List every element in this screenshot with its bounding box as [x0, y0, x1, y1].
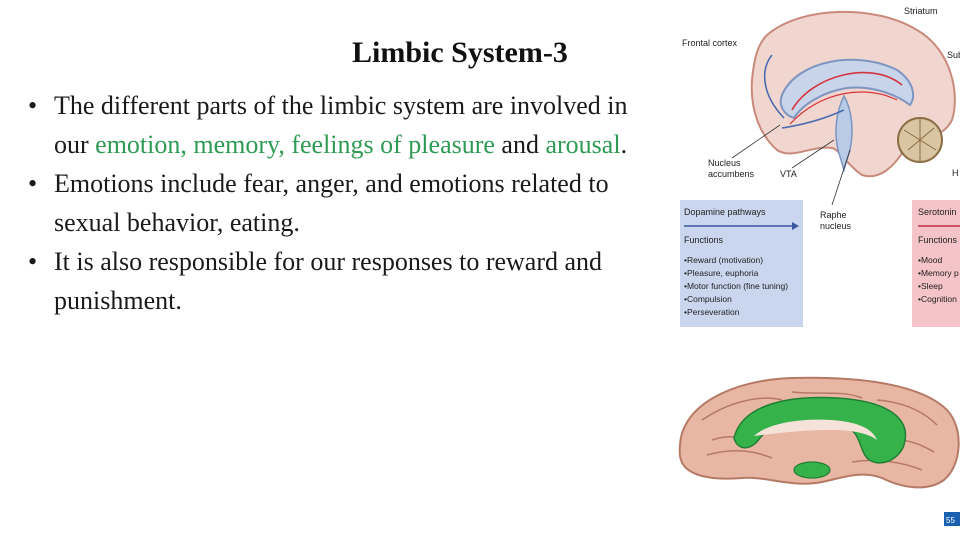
limbic-lobe-diagram	[678, 376, 960, 489]
highlighted-term: arousal	[545, 130, 621, 159]
raphe-pointer	[831, 149, 851, 206]
slide-title: Limbic System-3	[352, 36, 568, 69]
bullet-list: • The different parts of the limbic syste…	[28, 86, 658, 320]
label-sub: Sub	[947, 50, 960, 60]
bullet-text: The different parts of the limbic system…	[54, 91, 628, 159]
page-badge-bg	[944, 512, 960, 526]
dopamine-pathway-line	[764, 54, 785, 119]
serotonin-pathway-line	[791, 71, 903, 111]
label-striatum: Striatum	[904, 6, 938, 16]
serotonin-item: •Cognition	[918, 294, 957, 304]
vta-pointer	[791, 139, 835, 169]
bullet-text: .	[620, 130, 628, 159]
page-badge: 55	[944, 512, 960, 526]
label-raphe: Raphe	[820, 210, 847, 220]
limbic-lobe-cingulate	[733, 396, 907, 464]
label-nucleus: Nucleus	[708, 158, 741, 168]
dopamine-pathway-line-2	[781, 109, 845, 129]
label-accumbens: accumbens	[708, 169, 755, 179]
label-frontal-cortex: Frontal cortex	[682, 38, 738, 48]
corpus-callosum-medial	[754, 419, 877, 440]
dopamine-panel-bg	[680, 200, 803, 327]
bullet-item: • The different parts of the limbic syste…	[28, 86, 658, 164]
serotonin-heading: Serotonin	[918, 207, 957, 217]
page-badge-label: 55	[946, 516, 955, 525]
dopamine-panel: Dopamine pathways Functions •Reward (mot…	[680, 200, 803, 327]
nucleus-accumbens-pointer	[731, 124, 781, 159]
parahippocampal-gyrus	[793, 461, 831, 479]
dopamine-functions-label: Functions	[684, 235, 724, 245]
serotonin-item: •Sleep	[918, 281, 943, 291]
dopamine-item: •Reward (motivation)	[684, 255, 763, 265]
dopamine-heading: Dopamine pathways	[684, 207, 766, 217]
dopamine-item: •Motor function (fine tuning)	[684, 281, 788, 291]
figure-svg: Striatum Frontal cortex Sub Nucleus accu…	[678, 6, 960, 526]
serotonin-pathway-line-2	[789, 91, 898, 125]
serotonin-item: •Memory p	[918, 268, 959, 278]
brain-pathway-diagram: Striatum Frontal cortex Sub Nucleus accu…	[682, 6, 960, 231]
serotonin-panel-bg	[912, 200, 960, 327]
serotonin-functions-label: Functions	[918, 235, 958, 245]
brain-pathways-figure: Striatum Frontal cortex Sub Nucleus accu…	[672, 0, 960, 540]
bullet-dot: •	[28, 91, 38, 120]
cerebellum-folia	[903, 118, 937, 162]
bullet-dot: •	[28, 247, 38, 276]
label-h: H	[952, 168, 959, 178]
serotonin-panel: Serotonin Functions •Mood •Memory p •Sle…	[912, 200, 960, 327]
bullet-dot: •	[28, 169, 38, 198]
label-vta: VTA	[780, 169, 797, 179]
bullet-text: It is also responsible for our responses…	[54, 247, 603, 315]
bullet-text: Emotions include fear, anger, and emotio…	[54, 169, 609, 237]
label-raphe-nucleus: nucleus	[820, 221, 852, 231]
bullet-item: • It is also responsible for our response…	[28, 242, 658, 320]
dopamine-arrow-head	[792, 222, 799, 230]
dopamine-item: •Perseveration	[684, 307, 740, 317]
dopamine-item: •Compulsion	[684, 294, 732, 304]
serotonin-item: •Mood	[918, 255, 943, 265]
bullet-text: and	[494, 130, 546, 159]
highlighted-term: emotion, memory, feelings of pleasure	[95, 130, 495, 159]
bullet-item: • Emotions include fear, anger, and emoti…	[28, 164, 658, 242]
dopamine-item: •Pleasure, euphoria	[684, 268, 759, 278]
